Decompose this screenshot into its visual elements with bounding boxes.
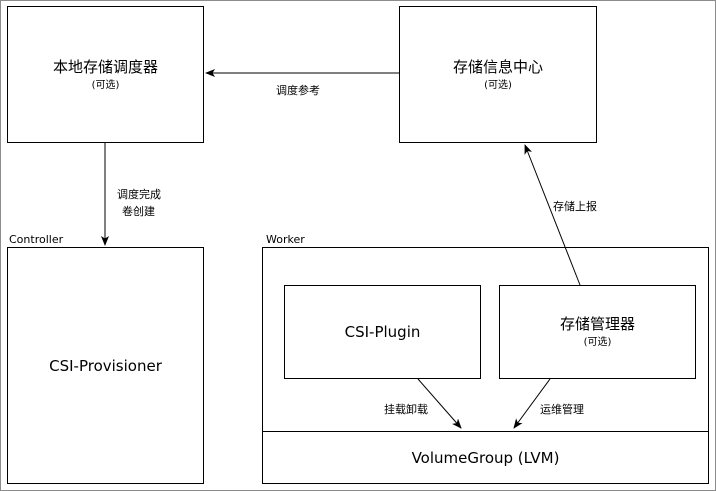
local-scheduler-node: 本地存储调度器 (可选) bbox=[7, 6, 204, 143]
edge-label-mount-unmount: 挂载卸载 bbox=[384, 402, 428, 418]
local-scheduler-title: 本地存储调度器 bbox=[52, 57, 158, 76]
csi-provisioner-node: CSI-Provisioner bbox=[7, 247, 204, 484]
controller-group-label: Controller bbox=[9, 233, 64, 246]
storage-manager-subtitle: (可选) bbox=[583, 337, 612, 348]
edge-label-storage-report: 存储上报 bbox=[553, 199, 597, 215]
csi-plugin-node: CSI-Plugin bbox=[284, 285, 481, 379]
csi-provisioner-title: CSI-Provisioner bbox=[49, 356, 162, 375]
arrow-storage-report bbox=[524, 144, 581, 286]
storage-info-center-title: 存储信息中心 bbox=[452, 57, 543, 76]
arrow-mount-unmount bbox=[417, 378, 462, 429]
edge-label-schedule-ref: 调度参考 bbox=[276, 83, 320, 99]
volume-group-node: VolumeGroup (LVM) bbox=[262, 431, 709, 484]
edge-label-schedule-done-2: 卷创建 bbox=[122, 204, 155, 220]
local-scheduler-subtitle: (可选) bbox=[91, 79, 120, 91]
arrow-ops-manage bbox=[513, 378, 551, 429]
storage-manager-node: 存储管理器 (可选) bbox=[499, 285, 696, 379]
csi-plugin-title: CSI-Plugin bbox=[344, 323, 421, 341]
edge-label-ops-manage: 运维管理 bbox=[540, 402, 584, 418]
storage-info-center-subtitle: (可选) bbox=[484, 79, 512, 91]
storage-manager-title: 存储管理器 bbox=[559, 315, 635, 333]
storage-info-center-node: 存储信息中心 (可选) bbox=[399, 6, 597, 143]
edge-label-schedule-done-1: 调度完成 bbox=[117, 187, 161, 203]
volume-group-title: VolumeGroup (LVM) bbox=[411, 448, 560, 467]
worker-group-label: Worker bbox=[266, 233, 305, 246]
